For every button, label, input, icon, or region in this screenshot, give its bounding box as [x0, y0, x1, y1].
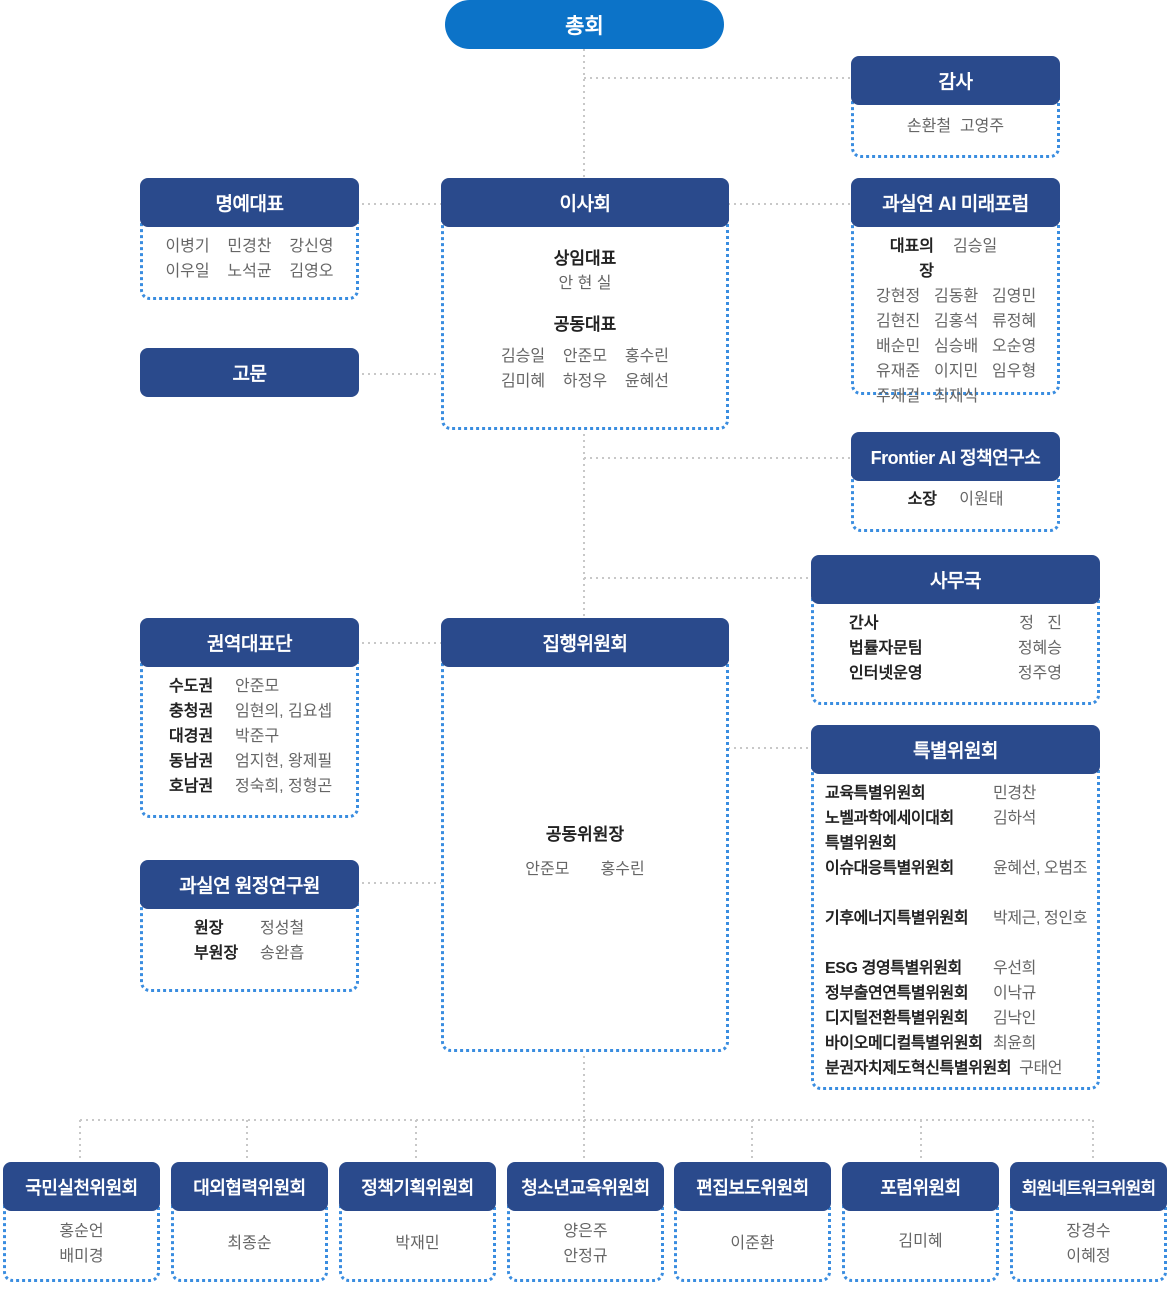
ai-forum-member-row: 배순민 심승배 오순영 [876, 338, 1037, 355]
ai-forum-node: 과실연 AI 미래포럼 대표의장 김승일 강현정 김동환 김영민 김현진 김홍석… [851, 178, 1060, 405]
special-spacer [825, 931, 1100, 956]
ai-forum-member-row: 유재준 이지민 임우형 [876, 363, 1037, 380]
secretariat-title: 사무국 [811, 555, 1100, 604]
committee-member: 양은주 [563, 1223, 608, 1240]
audit-title: 감사 [851, 56, 1060, 105]
secretariat-row: 간사 정 진 [849, 615, 1062, 632]
committee-member: 최종순 [227, 1235, 272, 1252]
committee-node: 포럼위원회 김미혜 [842, 1162, 999, 1282]
committee-title: 회원네트워크위원회 [1010, 1162, 1167, 1211]
committee-node: 국민실천위원회 홍순언 배미경 [3, 1162, 160, 1282]
co-representative-row: 김승일 안준모 홍수린 [500, 348, 670, 365]
executive-title: 집행위원회 [441, 618, 729, 667]
frontier-institute-node: Frontier AI 정책연구소 소장 이원태 [851, 432, 1060, 532]
committee-member: 안정규 [563, 1248, 608, 1265]
co-representative-label: 공동대표 [553, 315, 617, 334]
general-assembly-node: 총회 [445, 0, 724, 49]
advisor-node: 고문 [140, 348, 359, 397]
honorary-node: 명예대표 이병기 민경찬 강신영 이우일 노석균 김영오 [140, 178, 359, 300]
committee-member: 이혜정 [1066, 1248, 1111, 1265]
honorary-row: 이우일 노석균 김영오 [165, 263, 334, 280]
honorary-title: 명예대표 [140, 178, 359, 227]
special-spacer [825, 881, 1100, 906]
co-representative-row: 김미혜 하정우 윤혜선 [500, 373, 670, 390]
ceo-label: 상임대표 [553, 249, 617, 268]
special-title: 특별위원회 [811, 725, 1100, 774]
committee-member: 이준환 [730, 1235, 775, 1252]
advisor-title: 고문 [140, 348, 359, 397]
committee-member: 장경수 [1066, 1223, 1111, 1240]
ai-forum-member-row: 김현진 김홍석 류정혜 [876, 313, 1037, 330]
committee-member: 김미혜 [898, 1233, 943, 1250]
committee-node: 대외협력위원회 최종순 [171, 1162, 328, 1282]
ai-forum-member-row: 주재걸 최재식 [876, 388, 979, 405]
committee-title: 포럼위원회 [842, 1162, 999, 1211]
committee-member: 홍순언 [59, 1223, 104, 1240]
co-chair-names: 안준모 홍수린 [525, 861, 645, 878]
secretariat-row: 인터넷운영 정주영 [849, 665, 1062, 682]
institute-title: 과실연 원정연구원 [140, 860, 359, 909]
committee-node: 정책기획위원회 박재민 [339, 1162, 496, 1282]
special-row: 특별위원회 [825, 835, 897, 852]
ai-forum-chair-row: 대표의장 김승일 [889, 238, 998, 280]
frontier-head-row: 소장 이원태 [907, 491, 1004, 508]
audit-node: 감사 손환철 고영주 [851, 56, 1060, 158]
committee-title: 청소년교육위원회 [507, 1162, 664, 1211]
secretariat-node: 사무국 간사 정 진 법률자문팀 정혜승 인터넷운영 정주영 [811, 555, 1100, 705]
regional-title: 권역대표단 [140, 618, 359, 667]
executive-committee-node: 집행위원회 공동위원장 안준모 홍수린 [441, 618, 729, 1052]
honorary-row: 이병기 민경찬 강신영 [165, 238, 334, 255]
frontier-title: Frontier AI 정책연구소 [851, 432, 1060, 481]
committee-member: 배미경 [59, 1248, 104, 1265]
ai-forum-member-row: 강현정 김동환 김영민 [876, 288, 1037, 305]
committee-title: 국민실천위원회 [3, 1162, 160, 1211]
committee-member: 박재민 [395, 1235, 440, 1252]
co-chair-label: 공동위원장 [545, 825, 625, 844]
secretariat-row: 법률자문팀 정혜승 [849, 640, 1062, 657]
committee-title: 대외협력위원회 [171, 1162, 328, 1211]
committee-node: 회원네트워크위원회 장경수 이혜정 [1010, 1162, 1167, 1282]
committee-node: 청소년교육위원회 양은주 안정규 [507, 1162, 664, 1282]
audit-members: 손환철 고영주 [906, 118, 1005, 135]
ai-forum-title: 과실연 AI 미래포럼 [851, 178, 1060, 227]
committee-title: 정책기획위원회 [339, 1162, 496, 1211]
ceo-name: 안 현 실 [558, 275, 612, 292]
committee-title: 편집보도위원회 [674, 1162, 831, 1211]
board-node: 이사회 상임대표 안 현 실 공동대표 김승일 안준모 홍수린 김미혜 하정우 … [441, 178, 729, 430]
committee-node: 편집보도위원회 이준환 [674, 1162, 831, 1282]
board-title: 이사회 [441, 178, 729, 227]
